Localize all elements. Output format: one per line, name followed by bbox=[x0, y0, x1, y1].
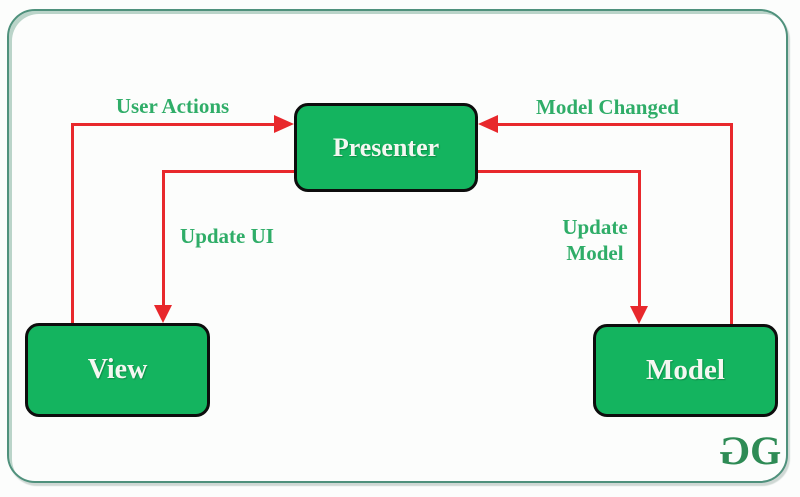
model-node: Model bbox=[593, 324, 778, 417]
update-ui-arrowhead-icon bbox=[154, 305, 172, 323]
model-changed-arrowhead-icon bbox=[478, 115, 498, 133]
presenter-node: Presenter bbox=[294, 103, 478, 192]
user-actions-vertical-line bbox=[71, 125, 74, 323]
geeksforgeeks-logo: GG bbox=[722, 428, 781, 473]
user-actions-horizontal-line bbox=[71, 123, 276, 126]
update-model-vertical-line bbox=[638, 170, 641, 307]
model-node-label: Model bbox=[646, 354, 725, 386]
update-ui-vertical-line bbox=[162, 170, 165, 306]
presenter-node-label: Presenter bbox=[332, 132, 440, 162]
model-changed-vertical-line bbox=[730, 125, 733, 324]
view-node: View bbox=[25, 323, 210, 417]
user-actions-arrowhead-icon bbox=[274, 115, 294, 133]
view-node-label: View bbox=[87, 354, 148, 385]
model-changed-label: Model Changed bbox=[536, 95, 679, 119]
update-ui-label: Update UI bbox=[180, 224, 274, 248]
update-model-label: Update Model bbox=[562, 215, 628, 266]
update-ui-horizontal-line bbox=[162, 170, 294, 173]
update-model-horizontal-line bbox=[478, 170, 641, 173]
update-model-arrowhead-icon bbox=[630, 306, 648, 324]
logo-mirrored-g: G bbox=[722, 428, 751, 473]
user-actions-label: User Actions bbox=[115, 94, 230, 118]
logo-g: G bbox=[750, 428, 781, 473]
model-changed-horizontal-line bbox=[498, 123, 733, 126]
